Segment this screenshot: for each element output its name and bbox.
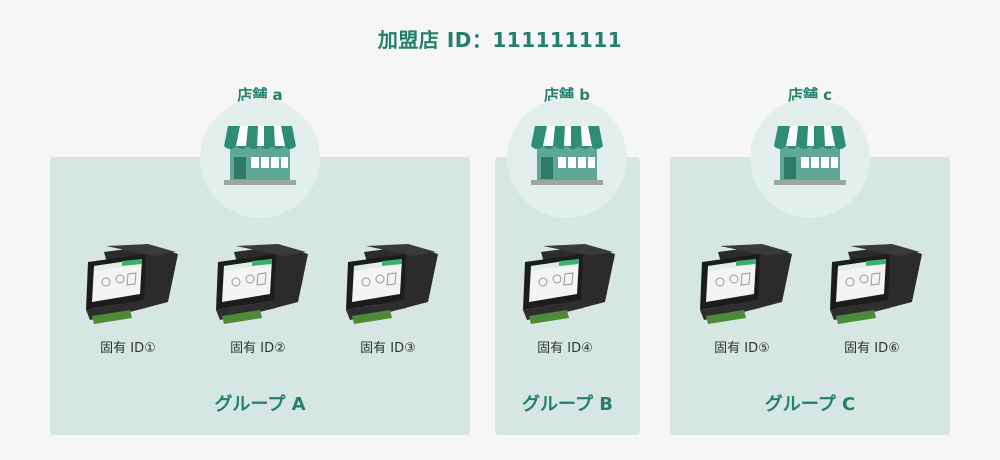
store-icon [774,126,846,185]
payment-terminal-icon [216,244,308,324]
store-icon [531,126,603,185]
store-icon [224,126,296,185]
payment-terminal-icon [346,244,438,324]
payment-terminal-icon [700,244,792,324]
device-id-label: 固有 ID⑥ [844,341,900,356]
store-circle-b [507,98,627,218]
payment-terminal-icon [830,244,922,324]
device-id-label: 固有 ID② [230,341,286,356]
payment-terminal-icon [523,244,615,324]
store-circle-c [750,98,870,218]
payment-terminal-icon [86,244,178,324]
group-label-b: グループ B [522,394,613,415]
group-label-c: グループ C [764,394,856,415]
device-id-label: 固有 ID⑤ [714,341,770,356]
device-id-label: 固有 ID① [100,341,156,356]
device-id-label: 固有 ID③ [360,341,416,356]
store-circle-a [200,98,320,218]
device-id-label: 固有 ID④ [537,341,593,356]
group-label-a: グループ A [214,394,306,415]
merchant-id-title: 加盟店 ID：111111111 [377,28,623,52]
